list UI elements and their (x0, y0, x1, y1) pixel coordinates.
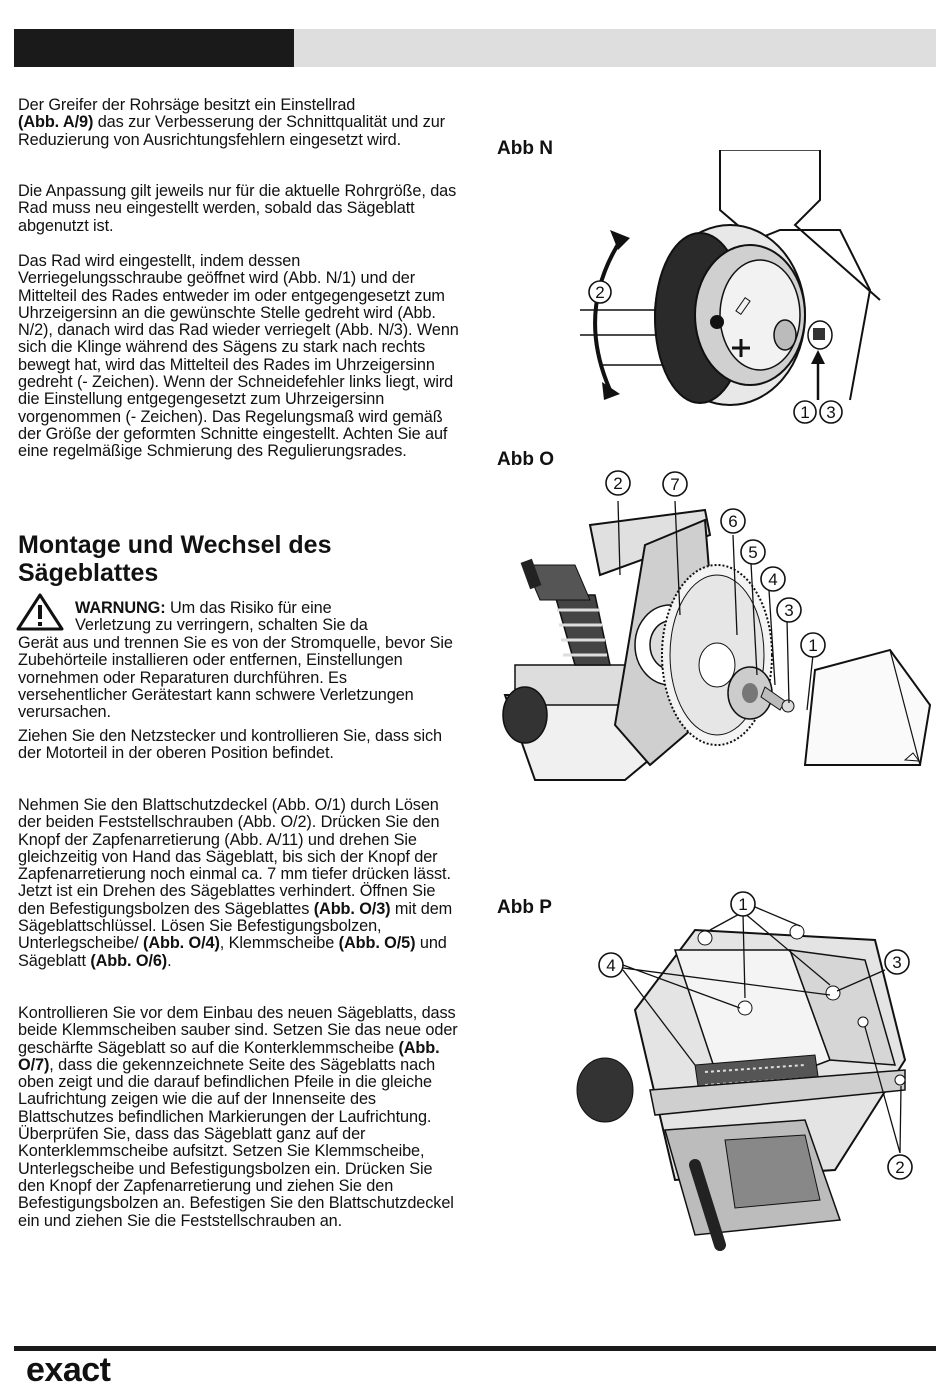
callout-o-6: 6 (720, 508, 746, 534)
svg-text:4: 4 (606, 956, 615, 975)
header-bar-dark (14, 29, 294, 67)
header-bar-light (294, 29, 936, 67)
figure-n-label: Abb N (497, 138, 553, 159)
callout-o-1: 1 (800, 632, 826, 658)
figure-p-label: Abb P (497, 897, 552, 918)
svg-text:2: 2 (613, 474, 622, 493)
svg-text:5: 5 (748, 543, 757, 562)
callout-p-4: 4 (598, 952, 624, 978)
callout-o-7: 7 (662, 471, 688, 497)
svg-text:2: 2 (595, 283, 604, 302)
svg-text:2: 2 (895, 1158, 904, 1177)
callout-o-2: 2 (605, 470, 631, 496)
callout-o-5: 5 (740, 539, 766, 565)
callout-n-2: 2 (588, 280, 612, 304)
callout-p-2: 2 (887, 1154, 913, 1180)
svg-text:3: 3 (892, 953, 901, 972)
figure-o-label: Abb O (497, 449, 554, 470)
step-unplug: Ziehen Sie den Netzstecker und kontrolli… (18, 727, 442, 763)
warning-text: Gerät aus und trennen Sie es von der Str… (18, 634, 453, 722)
svg-text:3: 3 (826, 403, 835, 422)
paragraph-adjustment: Die Anpassung gilt jeweils nur für die a… (18, 182, 457, 235)
p1-ref: (Abb. A/9) (18, 113, 94, 132)
step-install-blade: Kontrollieren Sie vor dem Einbau des neu… (18, 1004, 458, 1230)
callout-p-3: 3 (884, 949, 910, 975)
svg-text:3: 3 (784, 601, 793, 620)
callout-n-3: 3 (819, 400, 843, 424)
brand-logo: exact (26, 1351, 111, 1389)
callout-o-4: 4 (760, 566, 786, 592)
paragraph-intro: Der Greifer der Rohrsäge besitzt ein Ein… (18, 96, 460, 149)
figure-p-top-view: 1 4 3 2 (576, 891, 913, 1251)
svg-text:1: 1 (738, 895, 747, 914)
paragraph-wheel: Das Rad wird eingestellt, indem dessen V… (18, 252, 459, 461)
callout-n-1: 1 (793, 400, 817, 424)
svg-text:1: 1 (808, 636, 817, 655)
svg-text:7: 7 (670, 475, 679, 494)
svg-text:1: 1 (800, 403, 809, 422)
callout-p-1: 1 (730, 891, 756, 917)
warning-icon (16, 593, 64, 631)
p1-text: Der Greifer der Rohrsäge besitzt ein Ein… (18, 96, 356, 114)
step-remove-blade: Nehmen Sie den Blattschutzdeckel (Abb. O… (18, 796, 453, 970)
figure-n-adjustment-wheel: 2 1 3 (580, 150, 881, 424)
footer-rule (14, 1346, 936, 1351)
svg-text:4: 4 (768, 570, 777, 589)
callout-o-3: 3 (776, 597, 802, 623)
svg-text:6: 6 (728, 512, 737, 531)
p1-text-cont: das zur Verbesserung der Schnittqualität… (18, 113, 445, 149)
figure-o-blade-parts: 2 7 6 5 4 3 1 (502, 470, 932, 781)
